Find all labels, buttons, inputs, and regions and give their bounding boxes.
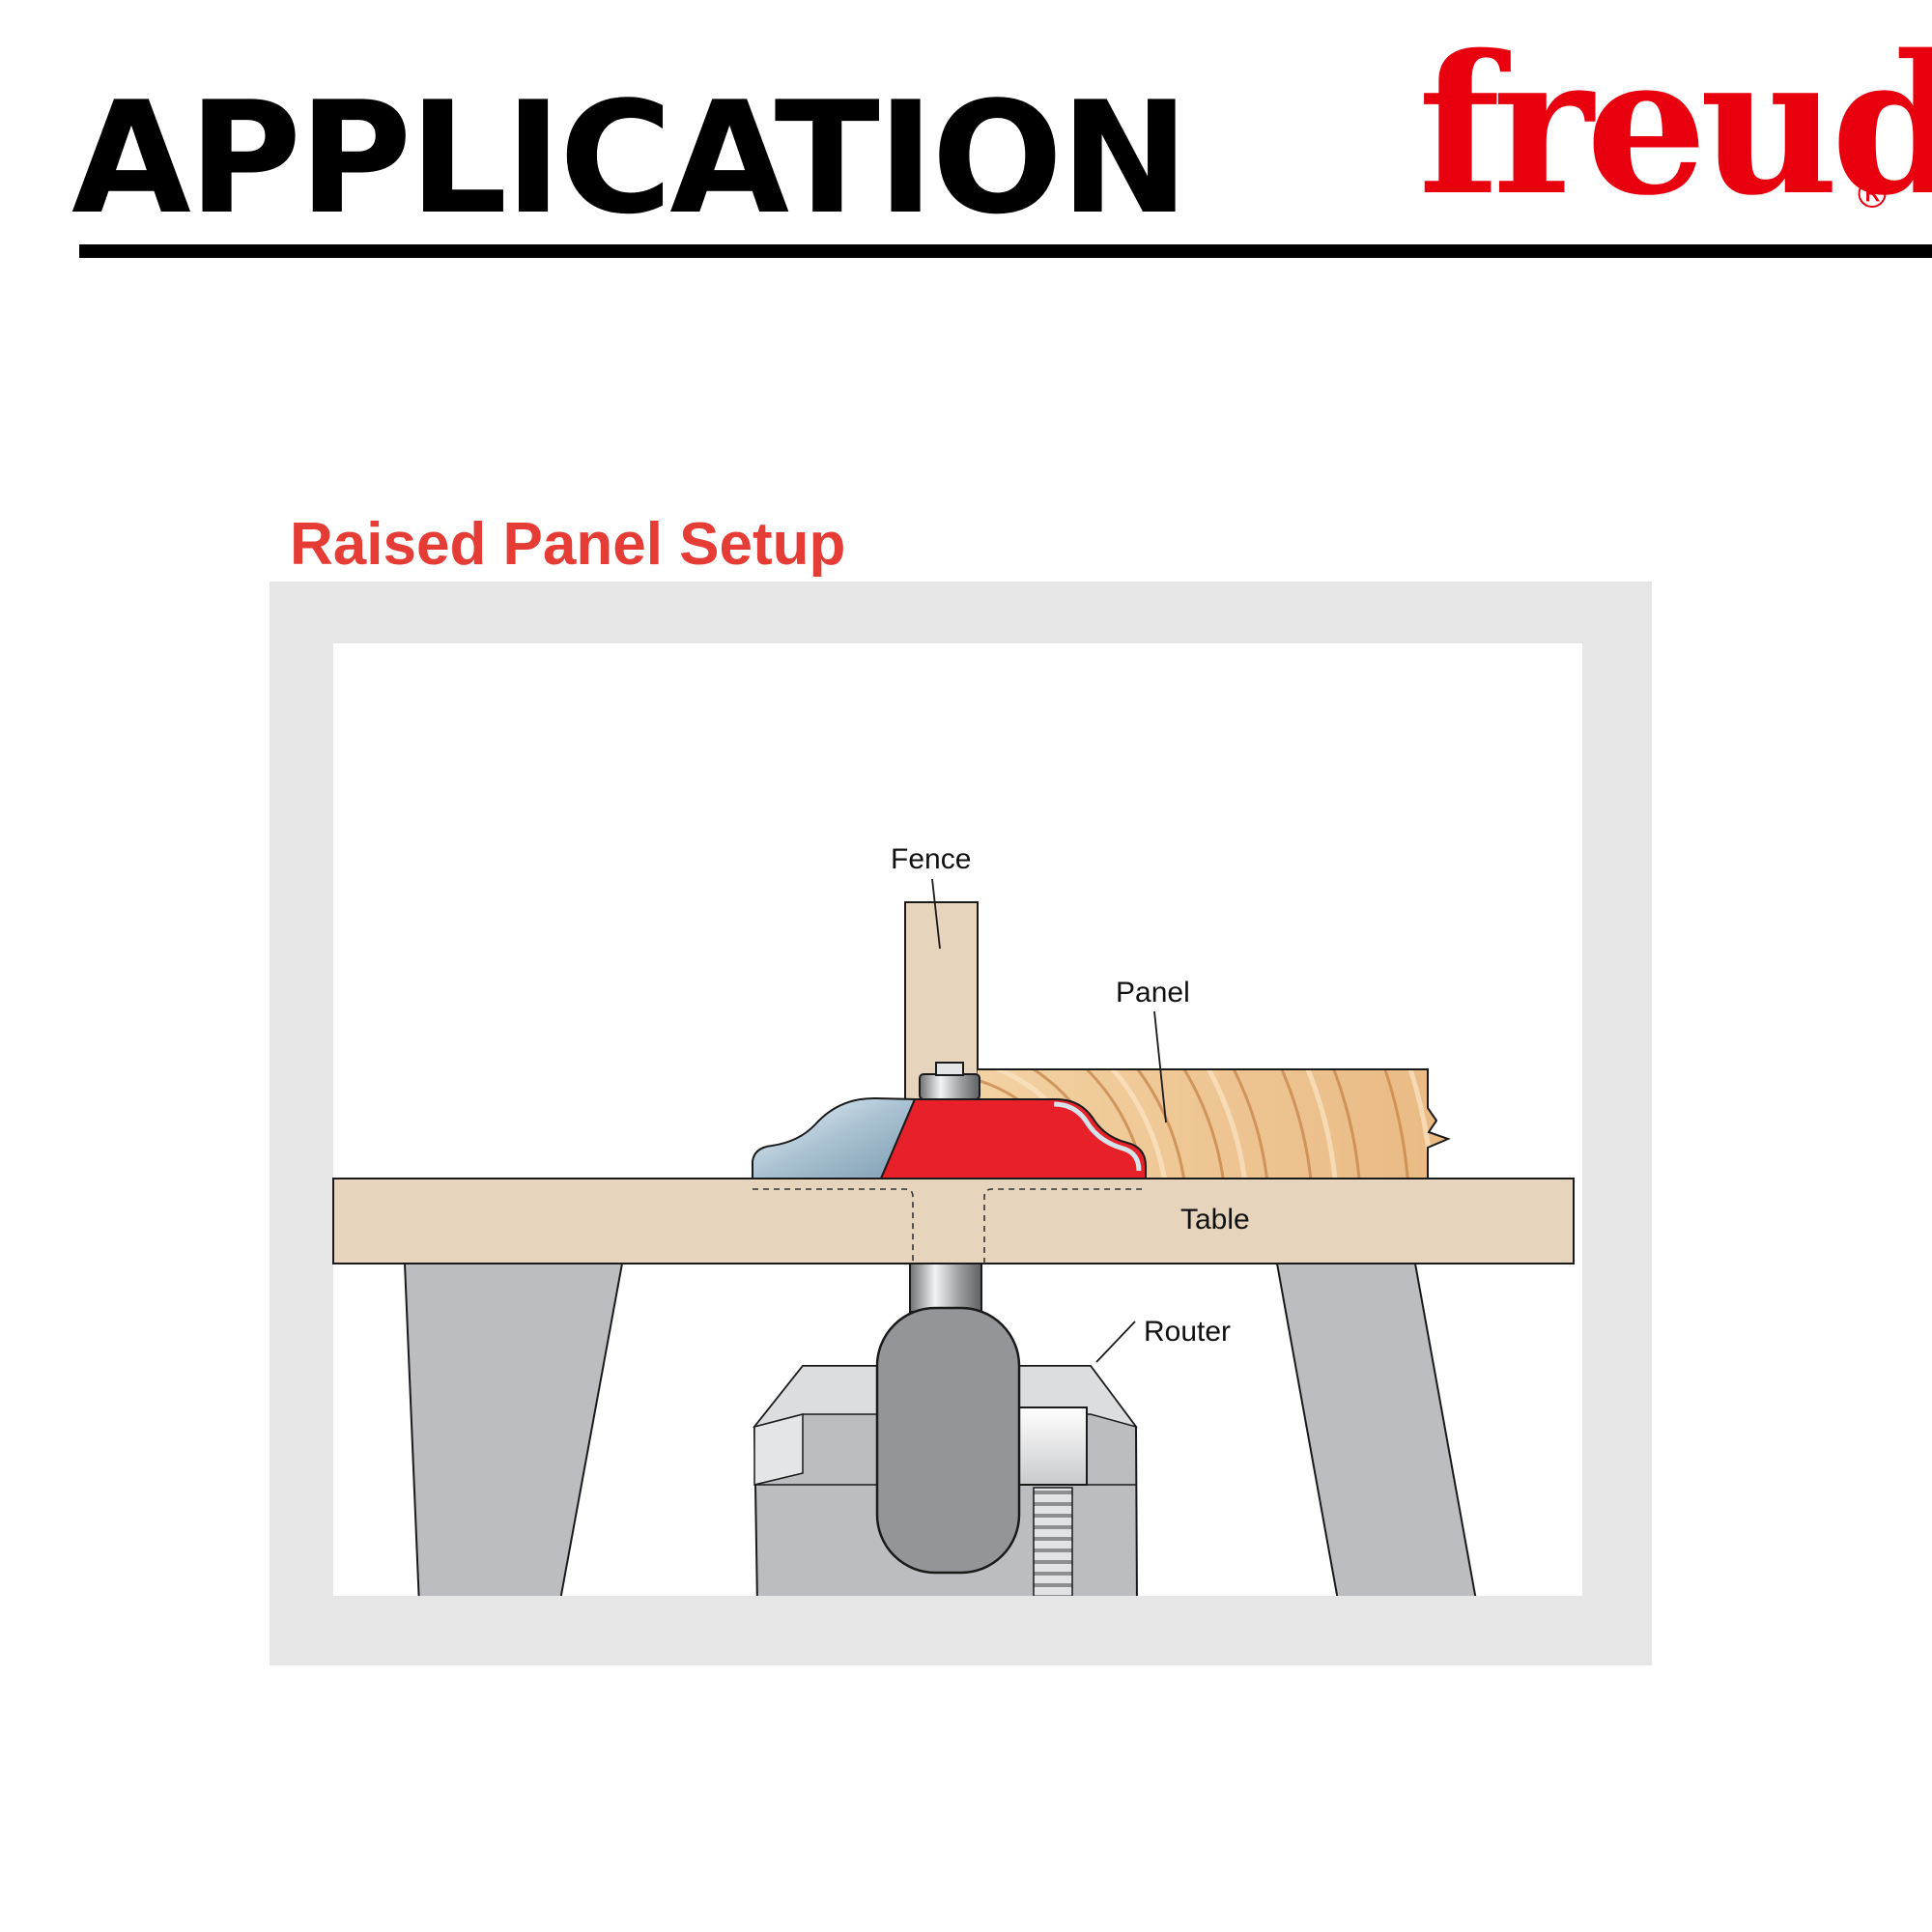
bearing [919,1073,980,1100]
fence-label: Fence [891,843,971,875]
table-label: Table [1180,1204,1250,1236]
cutter-red-body [879,1097,1147,1179]
panel-label: Panel [1116,977,1190,1009]
registered-mark: ® [1853,173,1891,217]
cutter-blue-section [752,1096,917,1179]
fence-leader [931,878,941,950]
panel-leader [1153,1010,1167,1123]
router-spring [1033,1487,1073,1596]
bearing-cap [935,1062,964,1076]
page-title: APPLICATION [71,68,1189,248]
raised-panel-diagram: Fence Panel Table Router [270,582,1652,1665]
router-label: Router [1144,1316,1231,1348]
figure-title: Raised Panel Setup [290,511,846,578]
freud-logo: freud [1418,13,1932,238]
header-divider [79,244,1932,258]
router-housing-face [753,1413,804,1486]
table-recess-outline [753,1188,1146,1264]
cutter-edge-highlight [1053,1101,1142,1172]
router-clamp-bar [1012,1406,1088,1486]
router-motor [875,1306,1021,1575]
router-shaft [909,1261,982,1313]
router-leader [1095,1321,1136,1363]
panel-outline [978,1068,1451,1179]
router-table [332,1178,1575,1264]
